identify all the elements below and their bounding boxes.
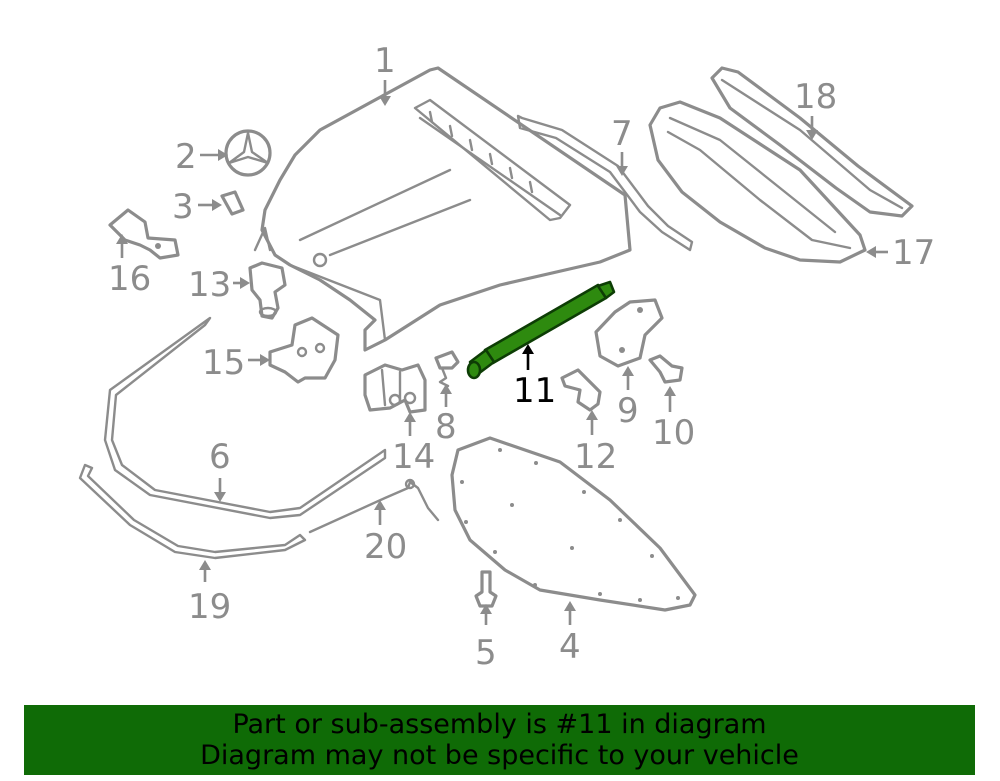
callout-13[interactable]: 13 xyxy=(188,265,231,305)
callout-3[interactable]: 3 xyxy=(172,187,194,227)
callout-19[interactable]: 19 xyxy=(188,587,231,627)
part-emblem[interactable] xyxy=(224,129,272,177)
part-gas-strut-11[interactable] xyxy=(466,280,616,380)
part-pin-5[interactable] xyxy=(474,570,498,608)
banner-line-2: Diagram may not be specific to your vehi… xyxy=(200,740,799,771)
banner-line-1: Part or sub-assembly is #11 in diagram xyxy=(232,709,767,740)
callout-10[interactable]: 10 xyxy=(652,413,695,453)
callout-7[interactable]: 7 xyxy=(611,114,633,154)
part-lock-14[interactable] xyxy=(363,363,427,414)
callout-14[interactable]: 14 xyxy=(392,437,435,477)
part-hood[interactable] xyxy=(253,66,632,352)
callout-16[interactable]: 16 xyxy=(108,259,151,299)
parts-diagram: 1 2 3 4 5 6 7 8 9 10 11 12 13 14 15 16 1… xyxy=(78,41,935,673)
info-banner: Part or sub-assembly is #11 in diagram D… xyxy=(24,705,975,775)
callout-6[interactable]: 6 xyxy=(209,437,231,477)
part-clip-12[interactable] xyxy=(560,368,602,412)
callout-5[interactable]: 5 xyxy=(475,633,497,673)
callout-20[interactable]: 20 xyxy=(364,527,407,567)
callout-12[interactable]: 12 xyxy=(574,437,617,477)
callout-2[interactable]: 2 xyxy=(175,137,197,177)
callout-labels: 1 2 3 4 5 6 7 8 9 10 11 12 13 14 15 16 1… xyxy=(108,41,935,673)
callout-8[interactable]: 8 xyxy=(435,407,457,447)
callout-9[interactable]: 9 xyxy=(617,391,639,431)
part-grille-18[interactable] xyxy=(710,66,914,218)
part-latch-13[interactable] xyxy=(248,261,287,320)
callout-leaders xyxy=(116,80,888,625)
part-clip-3[interactable] xyxy=(220,190,245,216)
part-hinge-9[interactable] xyxy=(594,298,664,368)
part-seal-19[interactable] xyxy=(78,463,307,560)
part-insulation-4[interactable] xyxy=(450,436,697,612)
part-bracket-16[interactable] xyxy=(108,208,180,260)
part-seal-6[interactable] xyxy=(103,316,387,520)
callout-1[interactable]: 1 xyxy=(374,41,396,81)
callout-17[interactable]: 17 xyxy=(892,233,935,273)
part-strip-7[interactable] xyxy=(516,114,694,252)
part-bracket-15[interactable] xyxy=(268,316,340,384)
part-cable-20[interactable] xyxy=(308,478,440,534)
callout-4[interactable]: 4 xyxy=(559,627,581,667)
part-clip-8[interactable] xyxy=(434,350,460,388)
part-bolt-10[interactable] xyxy=(648,354,684,384)
callout-11[interactable]: 11 xyxy=(513,371,556,411)
part-cowl-17[interactable] xyxy=(648,100,867,264)
callout-18[interactable]: 18 xyxy=(794,77,837,117)
callout-15[interactable]: 15 xyxy=(202,343,245,383)
